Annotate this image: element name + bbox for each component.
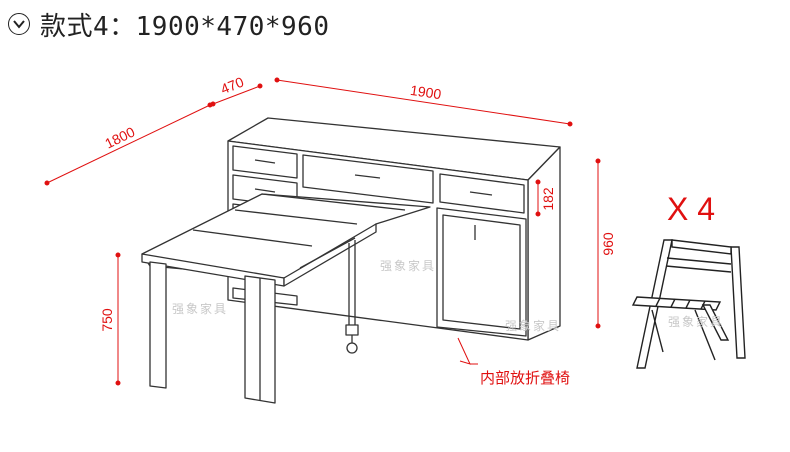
- watermark: 强象家具: [172, 301, 228, 316]
- cabinet-side: [527, 146, 561, 341]
- chevron-down-circle-icon: [8, 13, 30, 35]
- dim-750: 750: [99, 308, 115, 332]
- dim-470: 470: [218, 73, 246, 97]
- drawer-center: [302, 154, 434, 204]
- annotation-folding-chairs: 内部放折叠椅: [480, 370, 570, 387]
- dim-182: 182: [540, 187, 556, 211]
- table-leg-front: [149, 261, 167, 389]
- dim-960: 960: [600, 232, 616, 256]
- drawer-left-top: [232, 145, 298, 179]
- drawer-right: [439, 173, 525, 214]
- cabinet-door: [436, 207, 527, 337]
- chair-count: X 4: [667, 191, 715, 227]
- watermark: 强象家具: [668, 314, 724, 329]
- watermark: 强象家具: [505, 318, 561, 333]
- dim-1900: 1900: [409, 82, 442, 102]
- dim-1800: 1800: [102, 123, 137, 151]
- title-block: 款式4：1900*470*960: [8, 6, 330, 42]
- folding-chair-icon: [631, 239, 746, 369]
- page-title: 款式4：1900*470*960: [40, 11, 330, 42]
- watermark: 强象家具: [380, 258, 436, 273]
